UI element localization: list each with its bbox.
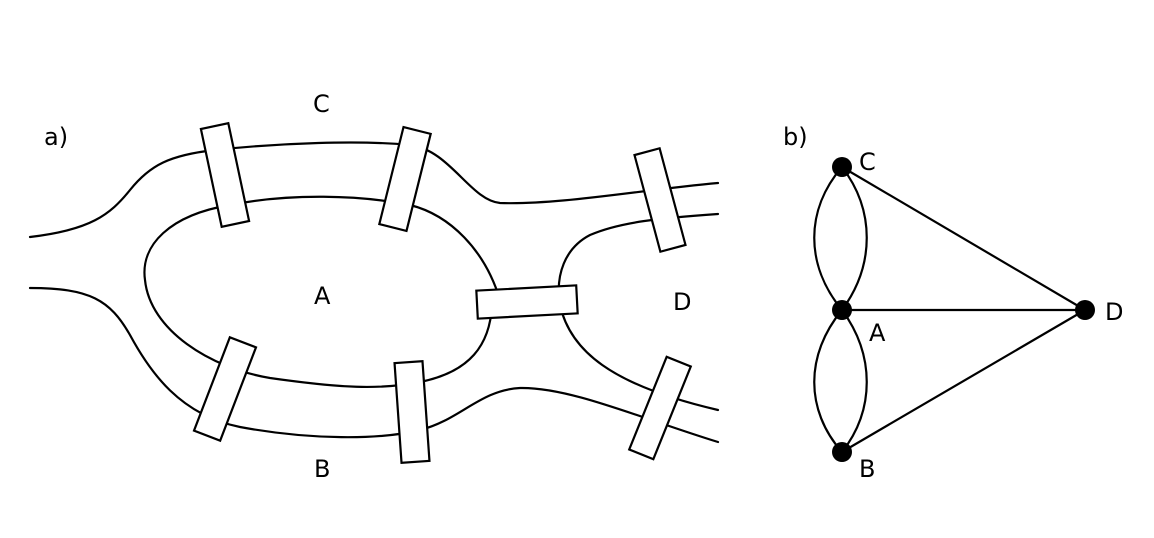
- bridge-a-b-left: [192, 335, 258, 443]
- node-b-label: B: [859, 455, 875, 483]
- edge-c-d: [841, 166, 1086, 311]
- region-b-label: B: [314, 455, 330, 483]
- bridge-b-d: [627, 355, 693, 461]
- right-fork-lower: [558, 303, 720, 412]
- edge-a-b-left: [813, 309, 843, 453]
- panel-b-graph: b) C A B D: [783, 123, 1123, 483]
- bridge-a-c-right: [377, 125, 433, 233]
- edge-b-d: [841, 309, 1086, 453]
- graph-edges: [813, 166, 1086, 453]
- edge-a-c-right: [841, 166, 868, 311]
- panel-b-label: b): [783, 123, 808, 151]
- graph-nodes: [832, 157, 1095, 462]
- bridge-c-d: [633, 146, 687, 254]
- node-a: [832, 300, 852, 320]
- region-a-label: A: [314, 282, 331, 310]
- region-c-label: C: [313, 90, 330, 118]
- node-d: [1075, 300, 1095, 320]
- bridge-a-d: [475, 284, 579, 320]
- river-lower-bank: [28, 286, 720, 444]
- edge-a-b-right: [841, 309, 868, 453]
- region-d-label: D: [673, 288, 691, 316]
- river-upper-bank: [28, 141, 720, 239]
- node-b: [832, 442, 852, 462]
- node-c: [832, 157, 852, 177]
- edge-a-c-left: [813, 166, 843, 311]
- node-a-label: A: [869, 319, 886, 347]
- node-c-label: C: [859, 148, 876, 176]
- bridges: [192, 121, 693, 465]
- bridge-a-c-left: [199, 121, 251, 229]
- panel-a-label: a): [44, 123, 68, 151]
- panel-a-map: a) C A B D: [28, 90, 720, 483]
- node-d-label: D: [1105, 298, 1123, 326]
- bridge-a-b-right: [393, 359, 431, 465]
